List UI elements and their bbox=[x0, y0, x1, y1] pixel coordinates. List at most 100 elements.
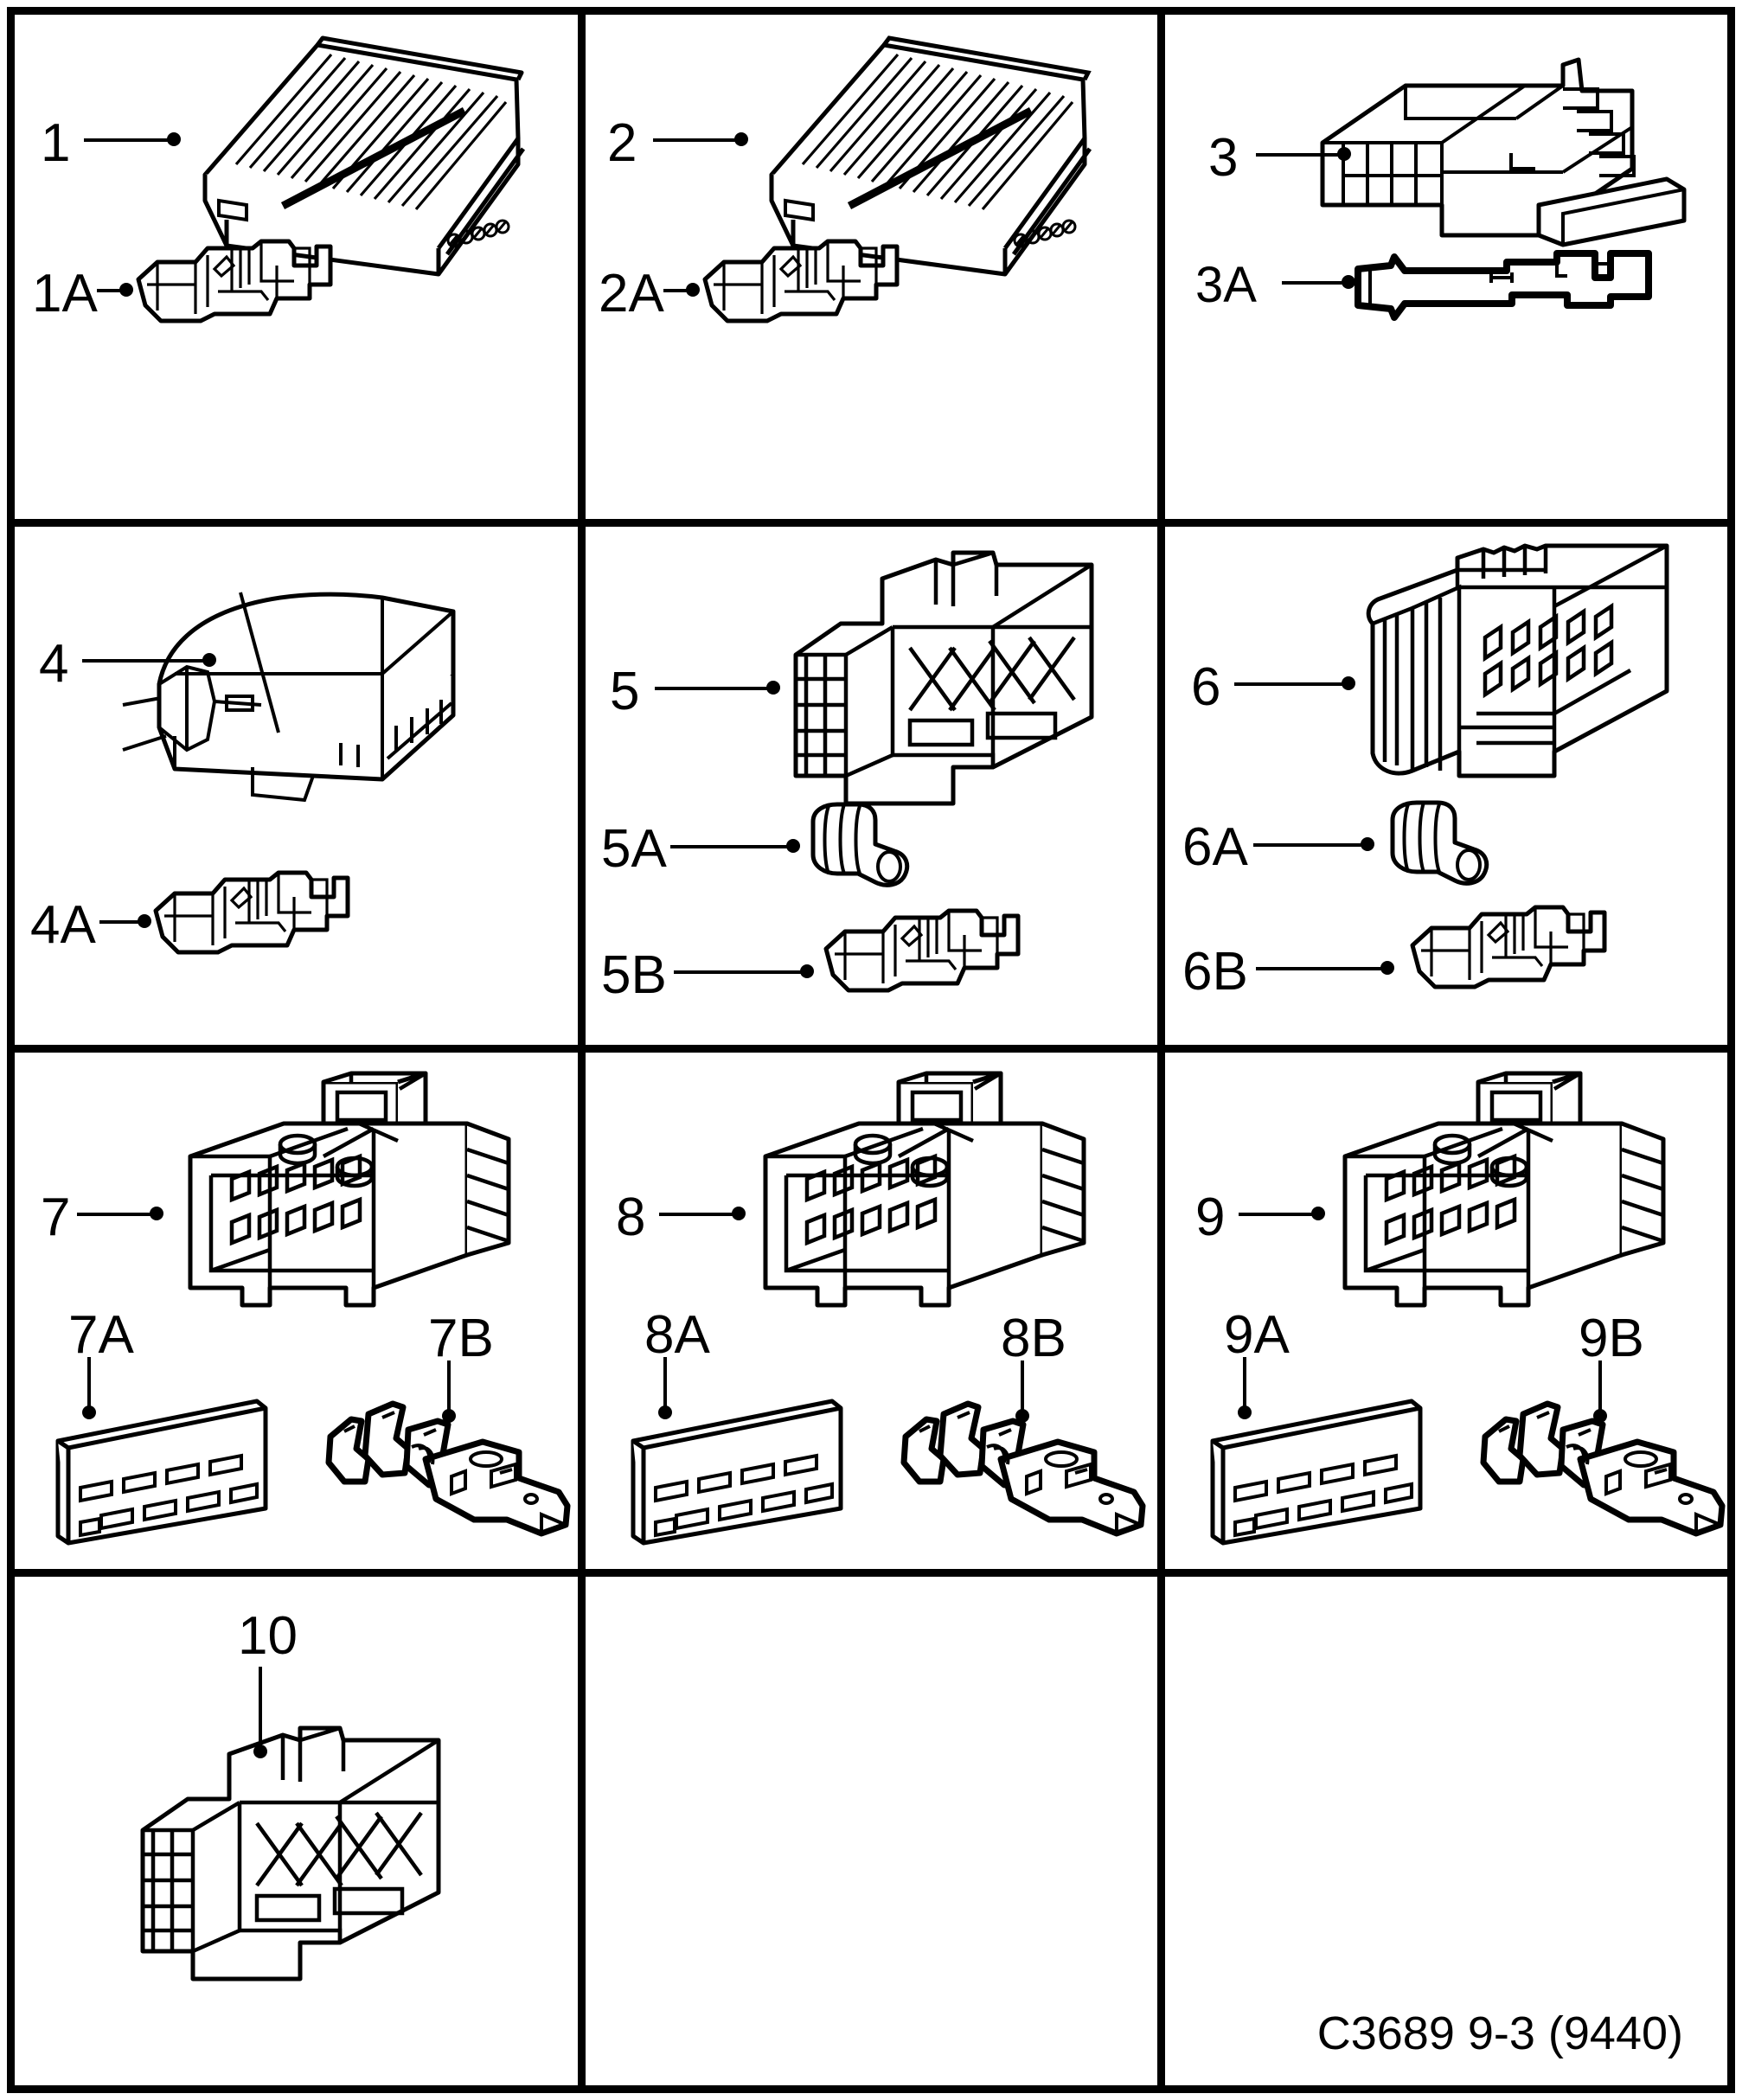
leader-dot-9a bbox=[1238, 1405, 1252, 1419]
callout-label-5a: 5A bbox=[601, 819, 667, 879]
leader-dot-4 bbox=[202, 653, 216, 667]
leader-line-7b bbox=[447, 1361, 451, 1414]
leader-line-4 bbox=[82, 659, 208, 663]
panel-11 bbox=[586, 1577, 1157, 2093]
callout-label-8b: 8B bbox=[1001, 1309, 1066, 1368]
leader-dot-1a bbox=[119, 283, 133, 297]
callout-label-4: 4 bbox=[39, 634, 69, 694]
panel-5: 5 5A bbox=[586, 527, 1157, 1045]
callout-label-7b: 7B bbox=[428, 1309, 494, 1368]
leader-line-4a bbox=[99, 920, 143, 924]
leader-dot-10 bbox=[253, 1745, 267, 1758]
leader-dot-8 bbox=[732, 1207, 746, 1220]
leader-line-5 bbox=[655, 687, 772, 690]
leader-dot-9b bbox=[1593, 1409, 1607, 1423]
leader-dot-8b bbox=[1015, 1409, 1029, 1423]
grid-rule-horizontal-2 bbox=[7, 1045, 1735, 1053]
callout-label-9a: 9A bbox=[1224, 1305, 1290, 1365]
leader-dot-5 bbox=[766, 681, 780, 695]
leader-dot-7a bbox=[82, 1405, 96, 1419]
callout-label-7a: 7A bbox=[68, 1305, 134, 1365]
grid-rule-vertical-3 bbox=[578, 1572, 586, 2093]
callout-label-6b: 6B bbox=[1182, 942, 1248, 1002]
leader-line-5a bbox=[670, 845, 791, 848]
leader-dot-8a bbox=[658, 1405, 672, 1419]
callout-label-2a: 2A bbox=[599, 264, 664, 323]
leader-line-7a bbox=[87, 1357, 91, 1411]
panel-12: C3689 9-3 (9440) bbox=[1165, 1577, 1735, 2093]
panel-1: 1 bbox=[15, 15, 578, 519]
leader-line-5b bbox=[674, 970, 805, 974]
callout-label-1a: 1A bbox=[32, 264, 98, 323]
leader-line-8a bbox=[663, 1357, 667, 1411]
callout-label-6a: 6A bbox=[1182, 817, 1248, 877]
leader-line-6 bbox=[1234, 682, 1347, 686]
leader-dot-1 bbox=[167, 132, 181, 146]
callout-label-3: 3 bbox=[1208, 128, 1239, 188]
callout-label-2: 2 bbox=[607, 113, 637, 173]
leader-line-9a bbox=[1243, 1357, 1246, 1411]
leader-dot-9 bbox=[1311, 1207, 1325, 1220]
leader-dot-5b bbox=[800, 964, 814, 978]
connector-housing-6-artwork bbox=[1355, 543, 1684, 804]
leader-line-2a bbox=[663, 289, 691, 292]
terminal-7b-artwork bbox=[322, 1399, 581, 1554]
connector-housing-5-artwork bbox=[780, 544, 1109, 821]
leader-line-6b bbox=[1256, 967, 1386, 970]
terminal-6b-artwork bbox=[1406, 897, 1630, 1001]
leader-line-9b bbox=[1598, 1361, 1602, 1414]
callout-label-4a: 4A bbox=[30, 895, 96, 955]
panel-10: 10 bbox=[15, 1577, 578, 2093]
leader-line-6a bbox=[1253, 843, 1366, 847]
leader-dot-6 bbox=[1342, 676, 1355, 690]
leader-line-1 bbox=[84, 138, 172, 142]
panel-2: 2 2A bbox=[586, 15, 1157, 519]
leader-line-3 bbox=[1256, 153, 1342, 157]
tpa-plate-7a-artwork bbox=[49, 1394, 274, 1550]
panel-8: 8 bbox=[586, 1053, 1157, 1569]
leader-line-8b bbox=[1021, 1361, 1024, 1414]
leader-dot-2a bbox=[686, 283, 700, 297]
leader-dot-3 bbox=[1337, 147, 1351, 161]
leader-line-2 bbox=[653, 138, 740, 142]
callout-label-7: 7 bbox=[41, 1188, 71, 1247]
connector-housing-7-artwork bbox=[166, 1070, 529, 1355]
panel-3: 3 3A bbox=[1165, 15, 1735, 519]
callout-label-1: 1 bbox=[41, 113, 71, 173]
terminal-2a-artwork bbox=[698, 231, 923, 335]
terminal-4a-artwork bbox=[149, 862, 374, 966]
leader-line-8 bbox=[659, 1213, 737, 1216]
callout-label-8: 8 bbox=[616, 1188, 646, 1247]
panel-6: 6 6A bbox=[1165, 527, 1735, 1045]
panel-4: 4 4A bbox=[15, 527, 578, 1045]
connector-housing-3-artwork bbox=[1303, 41, 1693, 266]
panel-9: 9 bbox=[1165, 1053, 1735, 1569]
panel-7: 7 bbox=[15, 1053, 578, 1569]
connector-housing-10-artwork bbox=[127, 1719, 456, 1996]
leader-line-1a bbox=[97, 289, 125, 292]
sheet-caption: C3689 9-3 (9440) bbox=[1316, 2007, 1683, 2059]
callout-label-10: 10 bbox=[238, 1606, 298, 1666]
terminal-5b-artwork bbox=[819, 900, 1044, 1004]
terminal-3a-artwork bbox=[1351, 248, 1697, 326]
callout-label-9b: 9B bbox=[1579, 1309, 1644, 1368]
grid-rule-vertical-4 bbox=[1157, 1572, 1165, 2093]
grid-rule-vertical-2 bbox=[1157, 7, 1165, 1572]
callout-label-8a: 8A bbox=[644, 1305, 710, 1365]
callout-label-6: 6 bbox=[1191, 657, 1221, 717]
connector-housing-8-artwork bbox=[741, 1070, 1105, 1355]
grid-rule-horizontal-3 bbox=[7, 1569, 1735, 1577]
leader-line-10 bbox=[259, 1667, 262, 1750]
tpa-plate-9a-artwork bbox=[1204, 1394, 1429, 1550]
callout-label-5: 5 bbox=[610, 662, 640, 721]
terminal-9b-artwork bbox=[1476, 1399, 1736, 1554]
connector-housing-4-artwork bbox=[122, 579, 486, 821]
leader-dot-2 bbox=[734, 132, 748, 146]
leader-dot-3a bbox=[1342, 275, 1355, 289]
grid-rule-vertical-1 bbox=[578, 7, 586, 1572]
leader-dot-4a bbox=[138, 914, 151, 928]
callout-label-5b: 5B bbox=[601, 945, 667, 1005]
wire-seal-5a-artwork bbox=[806, 801, 919, 896]
leader-dot-5a bbox=[786, 839, 800, 853]
